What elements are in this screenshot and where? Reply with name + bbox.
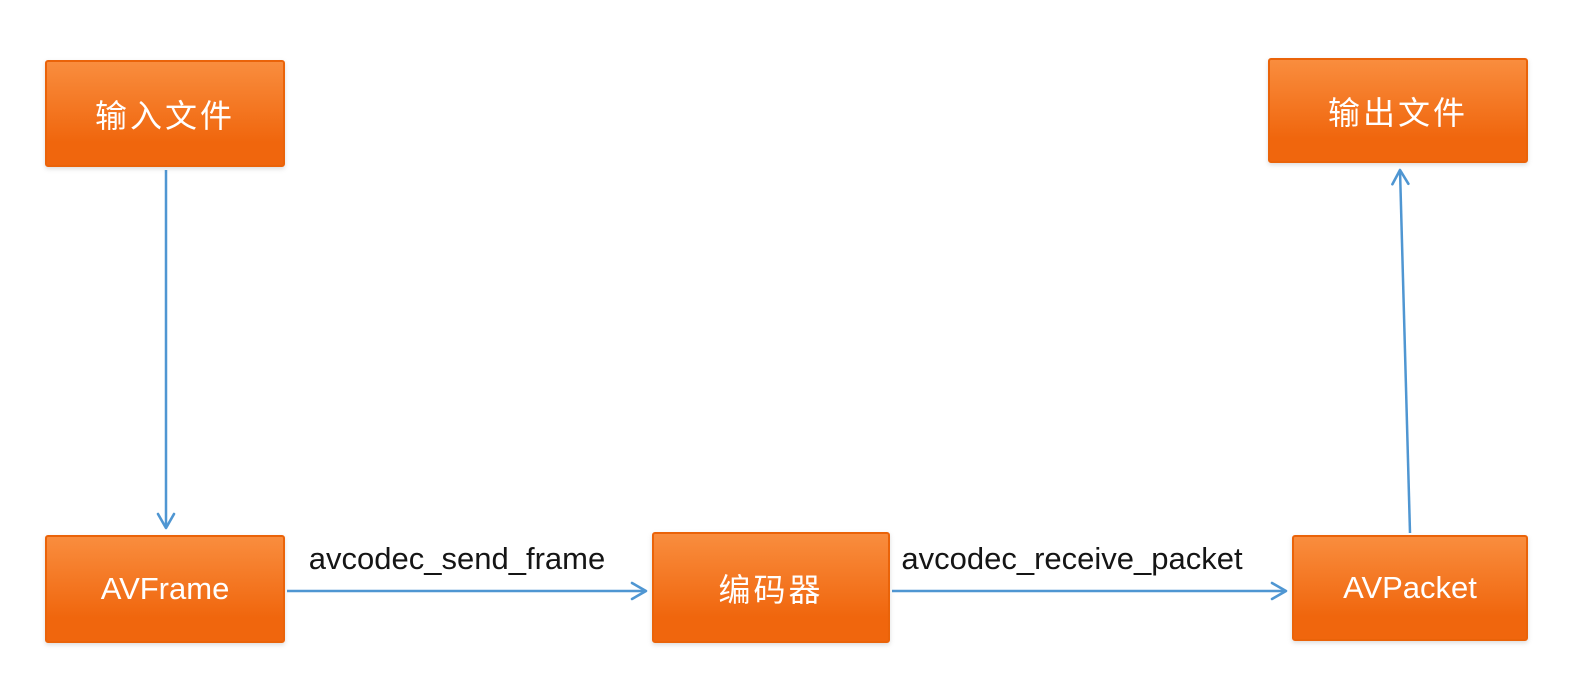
node-output-file: 输出文件 [1268, 58, 1528, 163]
arrow-avpacket-to-output [1391, 168, 1412, 534]
node-encoder: 编码器 [652, 532, 890, 643]
node-input-file: 输入文件 [45, 60, 285, 167]
node-avpacket-label: AVPacket [1343, 570, 1477, 605]
node-avpacket: AVPacket [1292, 535, 1528, 641]
node-encoder-label: 编码器 [718, 571, 824, 608]
node-avframe: AVFrame [45, 535, 285, 643]
edge-label-send-frame: avcodec_send_frame [308, 541, 606, 576]
node-avframe-label: AVFrame [100, 571, 230, 606]
node-input-file-label: 输入文件 [94, 97, 235, 134]
node-output-file-label: 输出文件 [1327, 94, 1468, 131]
edge-label-receive-packet: avcodec_receive_packet [901, 541, 1243, 576]
